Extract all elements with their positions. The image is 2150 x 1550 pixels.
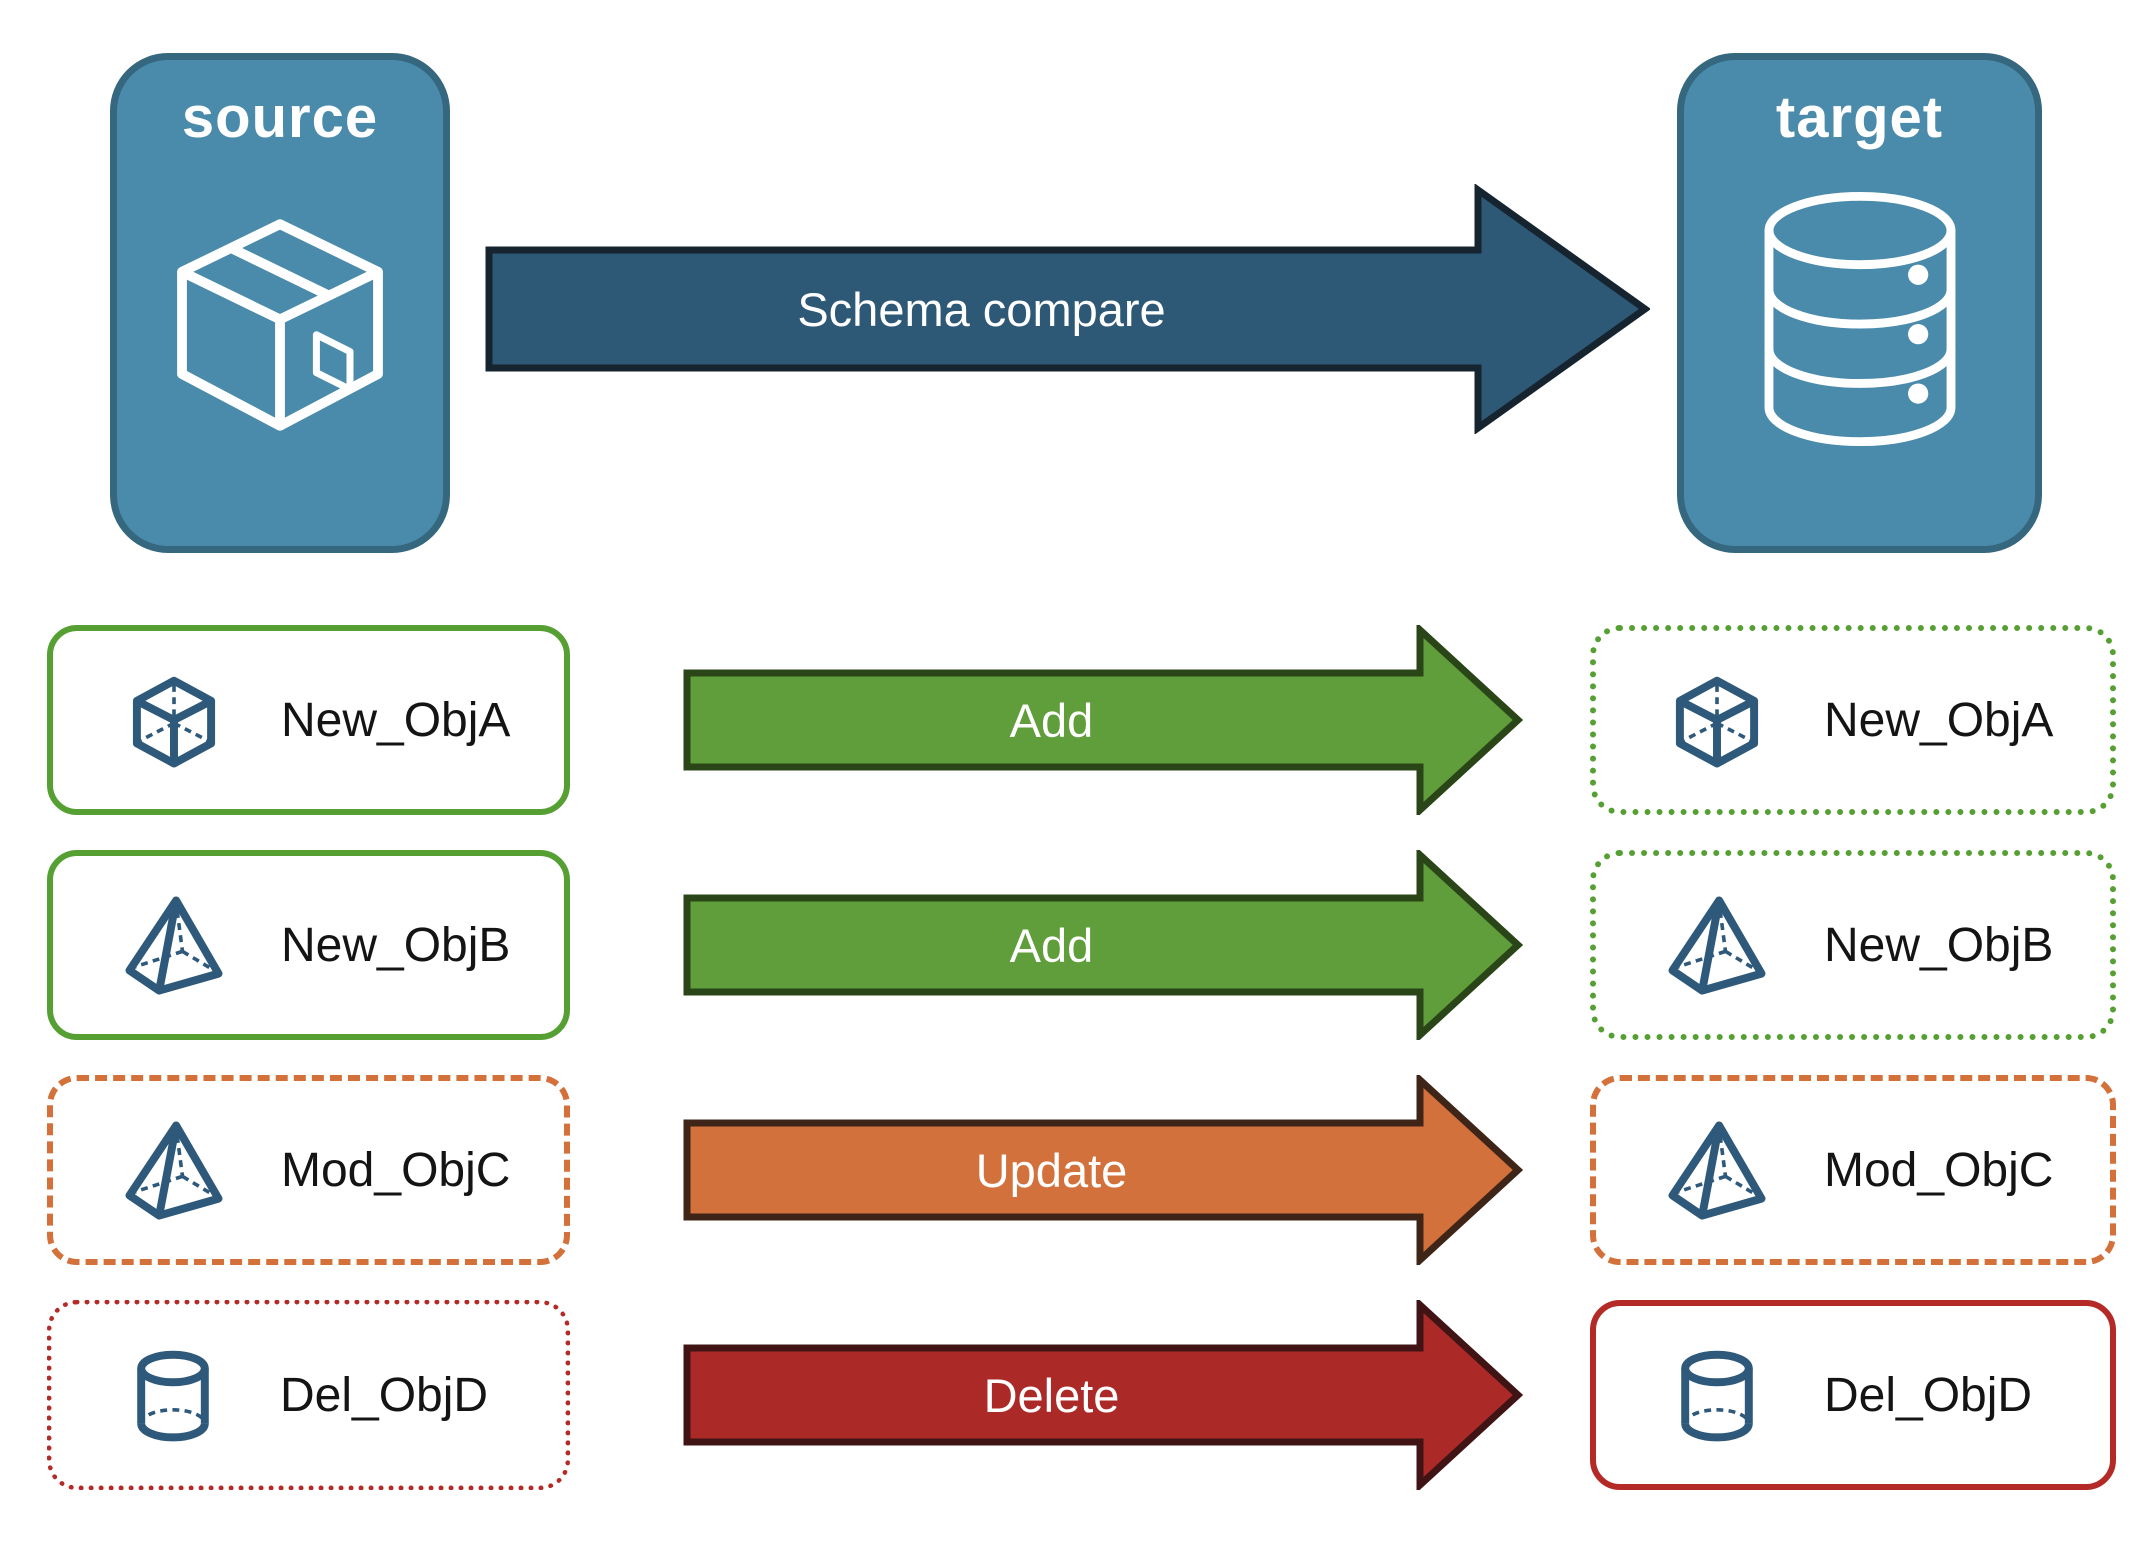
update-arrow-label: Update: [975, 1143, 1128, 1197]
pyramid-icon: [125, 896, 223, 995]
delete-arrow-label: Delete: [983, 1368, 1120, 1422]
object-name: Del_ObjD: [1824, 1368, 2033, 1422]
object-name: Mod_ObjC: [281, 1143, 511, 1197]
source-node-label: source: [181, 85, 379, 150]
add-arrow-label: Add: [1009, 918, 1094, 972]
object-name: New_ObjB: [1824, 918, 2054, 972]
target-object-new-objb: New_ObjB: [1590, 850, 2116, 1040]
object-name: New_ObjA: [281, 693, 511, 747]
cube-icon: [132, 676, 216, 768]
source-object-new-obja: New_ObjA: [47, 625, 570, 815]
target-node-label: target: [1775, 85, 1944, 150]
object-name: New_ObjA: [1824, 693, 2054, 747]
schema-compare-arrow: [485, 184, 1650, 434]
object-name: Mod_ObjC: [1824, 1143, 2054, 1197]
source-node: source: [110, 53, 450, 553]
source-object-del-objd: Del_ObjD: [47, 1300, 570, 1490]
package-icon: [177, 219, 383, 431]
cube-icon: [1675, 676, 1759, 768]
add-arrow: [683, 850, 1523, 1040]
target-object-del-objd: Del_ObjD: [1590, 1300, 2116, 1490]
pyramid-icon: [125, 1121, 223, 1220]
source-object-new-objb: New_ObjB: [47, 850, 570, 1040]
target-object-mod-objc: Mod_ObjC: [1590, 1075, 2116, 1265]
target-object-new-obja: New_ObjA: [1590, 625, 2116, 815]
schema-compare-arrow-label: Schema compare: [797, 282, 1166, 336]
cylinder-icon: [1681, 1350, 1753, 1442]
delete-arrow: [683, 1300, 1523, 1490]
add-arrow-label: Add: [1009, 693, 1094, 747]
update-arrow: [683, 1075, 1523, 1265]
object-name: New_ObjB: [281, 918, 511, 972]
object-name: Del_ObjD: [280, 1368, 489, 1422]
pyramid-icon: [1668, 1121, 1766, 1220]
target-node: target: [1677, 53, 2042, 553]
pyramid-icon: [1668, 896, 1766, 995]
add-arrow: [683, 625, 1523, 815]
source-object-mod-objc: Mod_ObjC: [47, 1075, 570, 1265]
cylinder-icon: [137, 1350, 209, 1442]
database-icon: [1764, 191, 1955, 447]
